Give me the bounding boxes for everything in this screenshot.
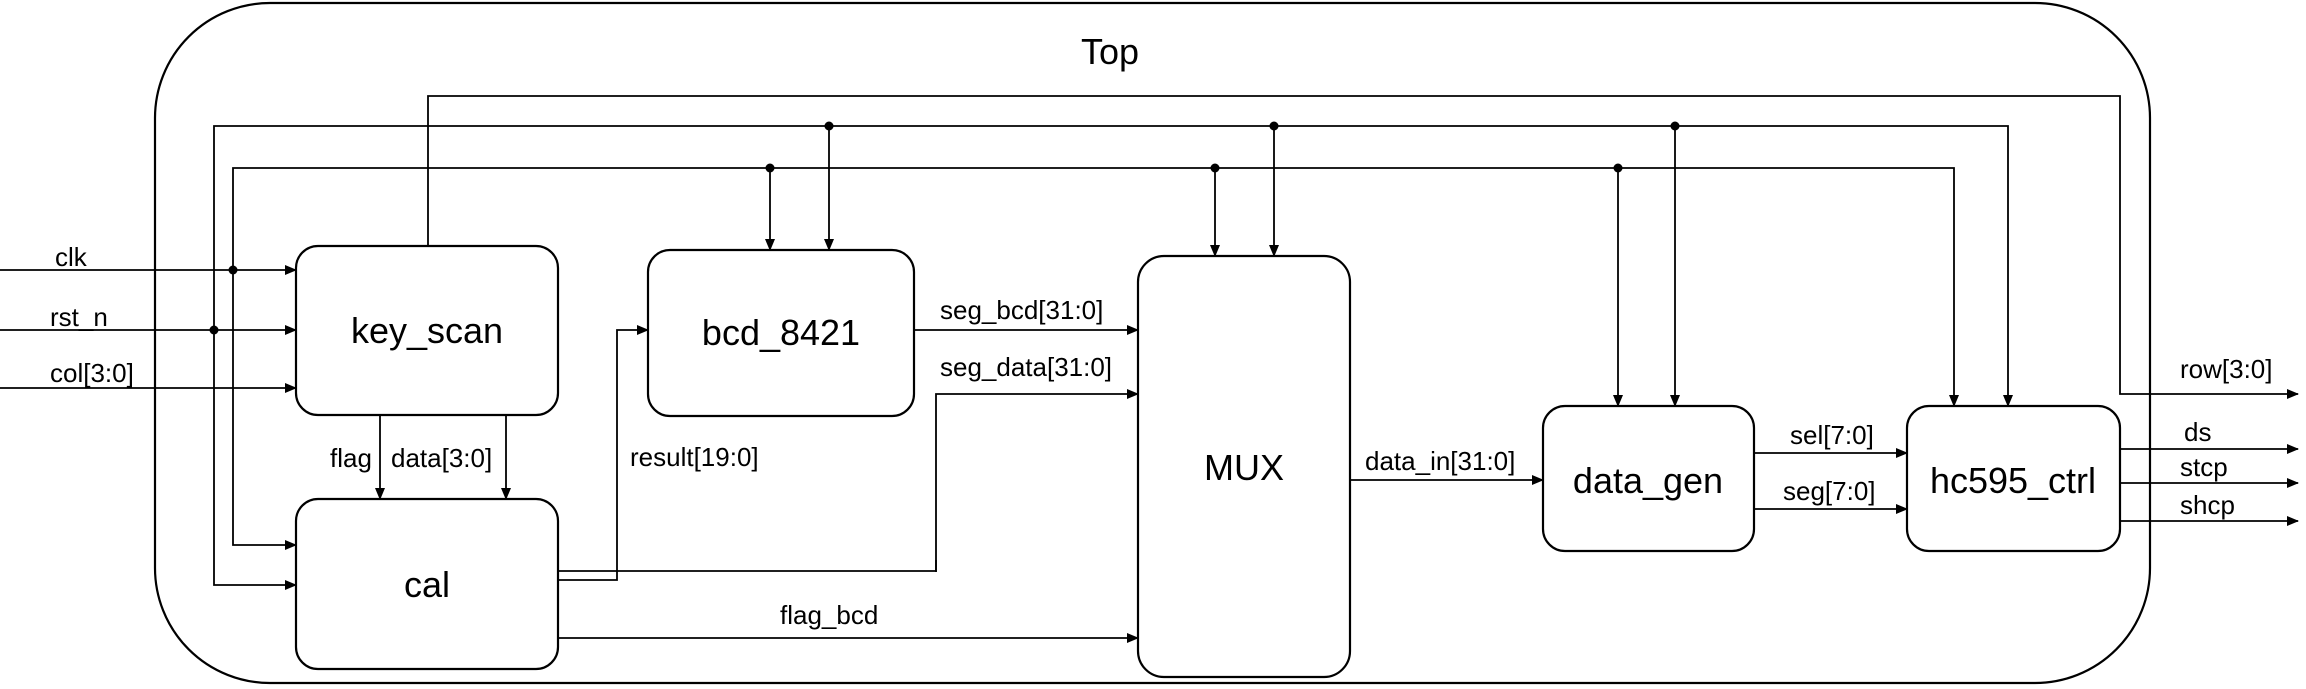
key-scan-block: key_scan: [294, 244, 560, 417]
cal-block: cal: [294, 497, 560, 671]
mux-block: MUX: [1136, 254, 1352, 679]
data-gen-block: data_gen: [1541, 404, 1756, 553]
stcp-label: stcp: [2180, 452, 2228, 482]
key-scan-label: key_scan: [351, 310, 503, 351]
flag-bcd-label: flag_bcd: [780, 600, 878, 630]
junction-dot: [1210, 163, 1220, 173]
col-label: col[3:0]: [50, 358, 134, 388]
data-in-label: data_in[31:0]: [1365, 446, 1515, 476]
seg-data-label: seg_data[31:0]: [940, 352, 1112, 382]
sel-label: sel[7:0]: [1790, 420, 1874, 450]
hc595-ctrl-block: hc595_ctrl: [1905, 404, 2122, 553]
rst-n-label: rst_n: [50, 302, 108, 332]
result-wire: [558, 325, 649, 581]
top-module-frame: [153, 1, 2152, 685]
top-module-title: Top: [1081, 31, 1139, 72]
data-gen-label: data_gen: [1573, 460, 1723, 501]
seg-label: seg[7:0]: [1783, 476, 1876, 506]
flag-label: flag: [330, 443, 372, 473]
data-label: data[3:0]: [391, 443, 492, 473]
shcp-label: shcp: [2180, 490, 2235, 520]
row-label: row[3:0]: [2180, 354, 2273, 384]
bcd-8421-block: bcd_8421: [646, 248, 916, 418]
junction-dot: [1670, 121, 1680, 131]
junction-dot: [1269, 121, 1279, 131]
row-wire: [427, 95, 2299, 399]
junction-dot: [765, 163, 775, 173]
cal-rst-wire: [213, 330, 297, 590]
seg-bcd-label: seg_bcd[31:0]: [940, 295, 1103, 325]
clk-label: clk: [55, 242, 88, 272]
hc595-ctrl-label: hc595_ctrl: [1930, 460, 2096, 501]
mux-label: MUX: [1204, 447, 1284, 488]
cal-clk-wire: [232, 270, 297, 550]
bcd-8421-label: bcd_8421: [702, 312, 860, 353]
clk-distribution-wire: [232, 167, 1959, 407]
ds-label: ds: [2184, 417, 2211, 447]
result-label: result[19:0]: [630, 442, 759, 472]
junction-dot: [1613, 163, 1623, 173]
seg-data-wire: [558, 389, 1139, 572]
junction-dot: [824, 121, 834, 131]
rst-distribution-wire: [213, 125, 2013, 407]
cal-label: cal: [404, 564, 450, 605]
